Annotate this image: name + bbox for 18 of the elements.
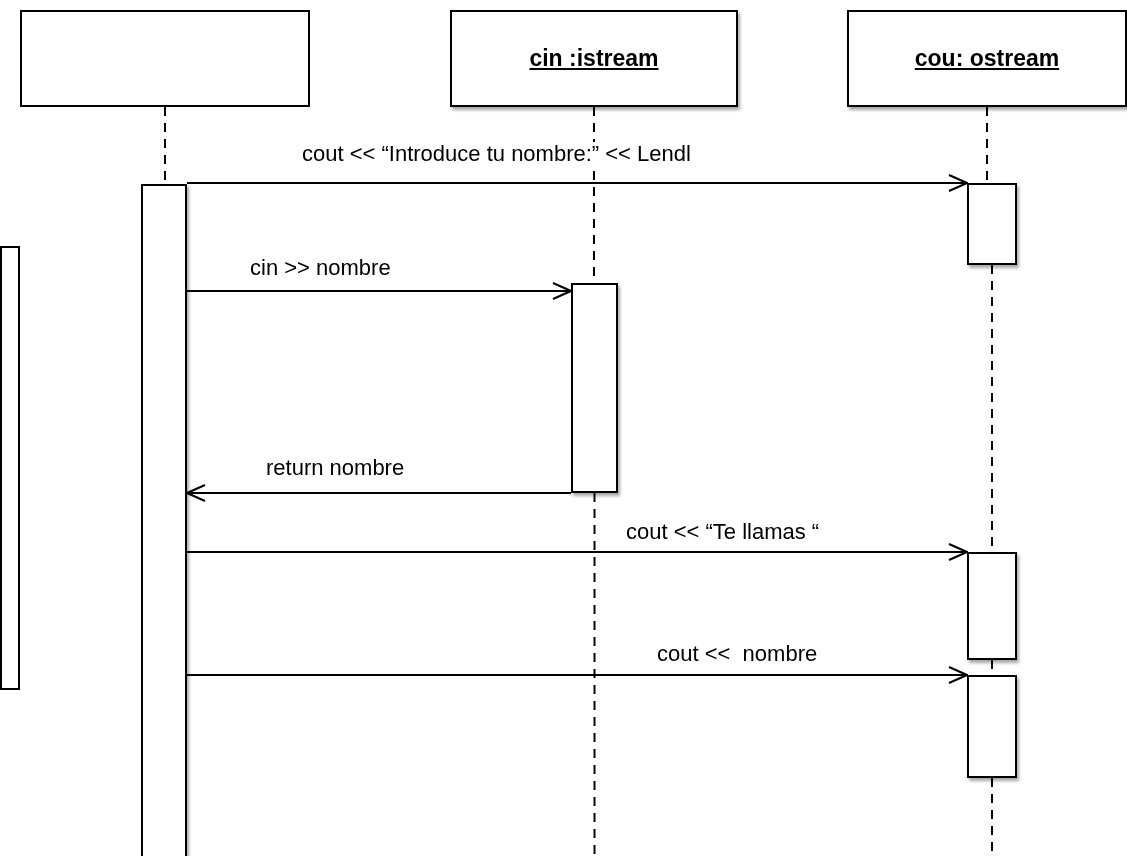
activation-bar [967, 552, 1017, 660]
object-box [847, 10, 1127, 107]
message-label: cout << “Introduce tu nombre:” << Lendl [300, 142, 693, 166]
object-box [450, 10, 738, 107]
activation-bar [967, 675, 1017, 778]
activation-bar [967, 183, 1017, 265]
message-arrow [186, 666, 968, 684]
object-name: cin :istream [529, 45, 659, 72]
frame-box [0, 246, 20, 690]
message-arrow [186, 282, 572, 300]
object-name: cou: ostream [914, 45, 1060, 72]
message-arrow [186, 543, 968, 561]
activation-bar [141, 184, 187, 856]
message-arrow [186, 174, 968, 192]
activation-bar [571, 283, 618, 493]
object-box [20, 10, 310, 107]
message-arrow [186, 484, 572, 502]
lifeline [593, 492, 596, 856]
